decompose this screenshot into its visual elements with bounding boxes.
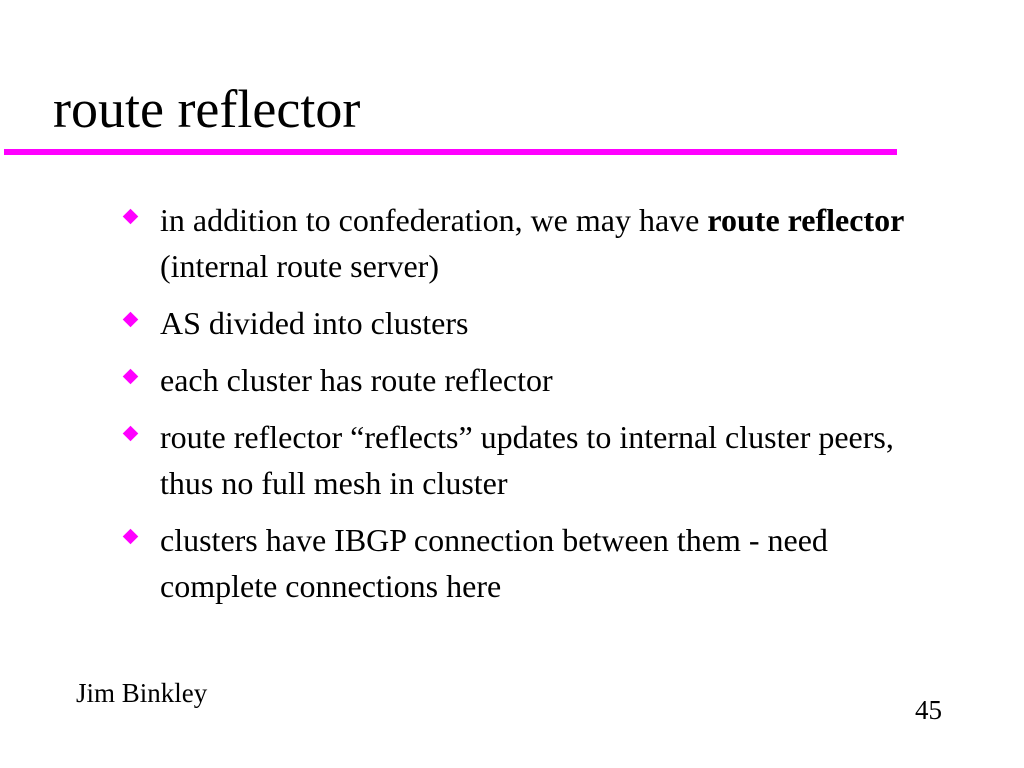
- bullet-item-clusters: AS divided into clusters: [122, 300, 952, 346]
- bullet-text: (internal route server): [160, 248, 439, 284]
- bullet-item-cluster-reflector: each cluster has route reflector: [122, 357, 952, 403]
- slide-title: route reflector: [53, 79, 361, 139]
- bullet-bold-term: route reflector: [707, 202, 905, 238]
- diamond-bullet-icon: [122, 208, 139, 225]
- page-number: 45: [915, 695, 942, 725]
- bullet-text: each cluster has route reflector: [160, 362, 553, 398]
- bullet-text: in addition to confederation, we may hav…: [160, 202, 708, 238]
- diamond-bullet-icon: [122, 368, 139, 385]
- bullet-item-reflects-updates: route reflector “reflects” updates to in…: [122, 414, 952, 506]
- diamond-bullet-icon: [122, 425, 139, 442]
- footer-author: Jim Binkley: [76, 678, 208, 708]
- diamond-bullet-icon: [122, 311, 139, 328]
- bullet-item-confederation: in addition to confederation, we may hav…: [122, 197, 952, 289]
- bullet-item-ibgp: clusters have IBGP connection between th…: [122, 517, 952, 609]
- diamond-bullet-icon: [122, 528, 139, 545]
- bullet-text: AS divided into clusters: [160, 305, 469, 341]
- bullet-text: route reflector “reflects” updates to in…: [160, 419, 894, 501]
- bullet-text: clusters have IBGP connection between th…: [160, 522, 828, 604]
- bullet-list: in addition to confederation, we may hav…: [122, 197, 952, 620]
- title-underline-rule: [4, 149, 897, 155]
